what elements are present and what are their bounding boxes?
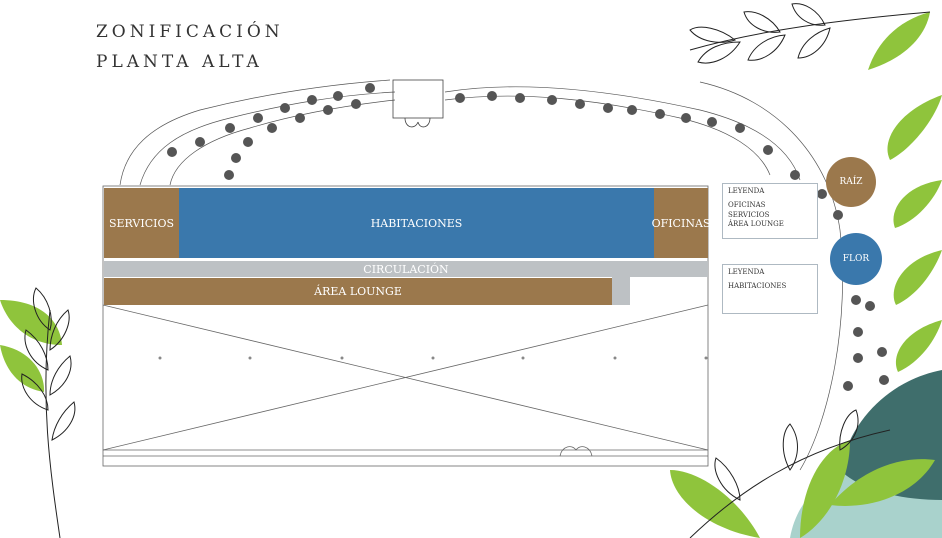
zone-oficinas: OFICINAS — [652, 188, 710, 258]
shrubs — [167, 83, 889, 391]
zone-area-lounge: ÁREA LOUNGE — [104, 278, 612, 305]
title-line-2: PLANTA ALTA — [96, 52, 263, 72]
zone-area-lounge-pad — [612, 277, 630, 305]
legend-flor-title: LEYENDA — [728, 268, 765, 276]
legend-raiz-title: LEYENDA — [728, 187, 765, 195]
green-leaves — [0, 12, 942, 538]
gazebo — [392, 79, 444, 128]
column-marks — [158, 356, 708, 360]
legend-raiz-item: ÁREA LOUNGE — [728, 220, 784, 229]
title-line-1: ZONIFICACIÓN — [96, 22, 284, 42]
zone-servicios: SERVICIOS — [104, 188, 179, 258]
legend-flor-item: HABITACIONES — [728, 282, 787, 291]
legend-raiz: LEYENDA OFICINAS SERVICIOS ÁREA LOUNGE — [722, 183, 818, 239]
legend-raiz-item: SERVICIOS — [728, 210, 770, 219]
legend-raiz-item: OFICINAS — [728, 201, 766, 210]
raiz-circle: RAÍZ — [826, 157, 876, 207]
flor-circle: FLOR — [830, 233, 882, 285]
line-leaves — [21, 3, 931, 538]
zone-habitaciones: HABITACIONES — [179, 188, 654, 258]
legend-flor: LEYENDA HABITACIONES — [722, 264, 818, 314]
building-outline — [102, 185, 709, 467]
zone-circulacion: CIRCULACIÓN — [104, 261, 708, 277]
